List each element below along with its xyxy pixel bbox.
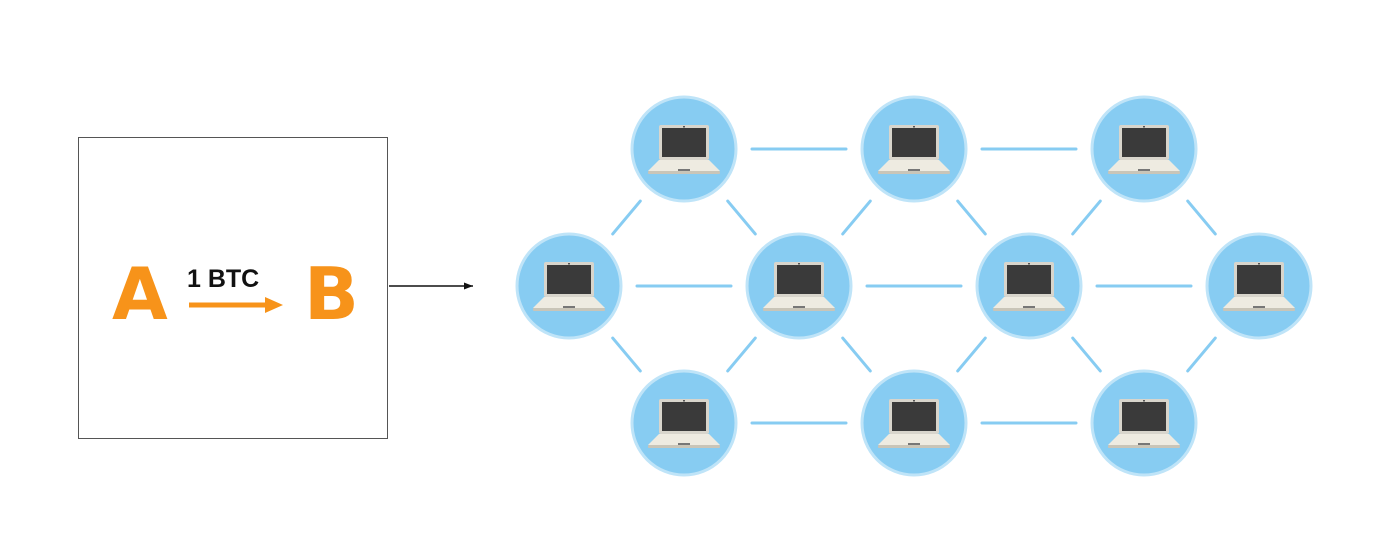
network-link-n6-n9 xyxy=(956,336,987,373)
transfer-arrow xyxy=(189,297,283,313)
laptop-icon xyxy=(1108,125,1180,174)
sender-label: A xyxy=(112,252,168,336)
laptop-icon xyxy=(1108,399,1180,448)
network-node-n7 xyxy=(1205,232,1313,340)
transaction-box: A 1 BTC B xyxy=(78,137,388,439)
laptop-icon xyxy=(648,125,720,174)
network-link-n3-n6 xyxy=(1071,199,1102,236)
network-link-n2-n5 xyxy=(841,199,872,236)
network-link-n1-n5 xyxy=(726,199,757,236)
network-link-n5-n9 xyxy=(841,336,872,373)
network-links xyxy=(611,147,1217,425)
network-nodes xyxy=(515,95,1313,477)
network-node-n8 xyxy=(630,369,738,477)
laptop-icon xyxy=(763,262,835,311)
network-node-n4 xyxy=(515,232,623,340)
laptop-icon xyxy=(993,262,1065,311)
laptop-icon xyxy=(878,399,950,448)
network-link-n3-n7 xyxy=(1186,199,1217,236)
network-node-n2 xyxy=(860,95,968,203)
laptop-icon xyxy=(1223,262,1295,311)
laptop-icon xyxy=(648,399,720,448)
network-link-n6-n10 xyxy=(1071,336,1102,373)
network-link-n4-n8 xyxy=(611,336,642,373)
network-node-n6 xyxy=(975,232,1083,340)
network-link-n2-n6 xyxy=(956,199,987,236)
network-node-n5 xyxy=(745,232,853,340)
network-link-n7-n10 xyxy=(1186,336,1217,373)
network-node-n9 xyxy=(860,369,968,477)
network-node-n1 xyxy=(630,95,738,203)
network-link-n5-n8 xyxy=(726,336,757,373)
network-link-n1-n4 xyxy=(611,199,642,236)
recipient-label: B xyxy=(304,252,359,336)
network-node-n3 xyxy=(1090,95,1198,203)
network-node-n10 xyxy=(1090,369,1198,477)
laptop-icon xyxy=(533,262,605,311)
amount-label: 1 BTC xyxy=(187,265,260,293)
laptop-icon xyxy=(878,125,950,174)
